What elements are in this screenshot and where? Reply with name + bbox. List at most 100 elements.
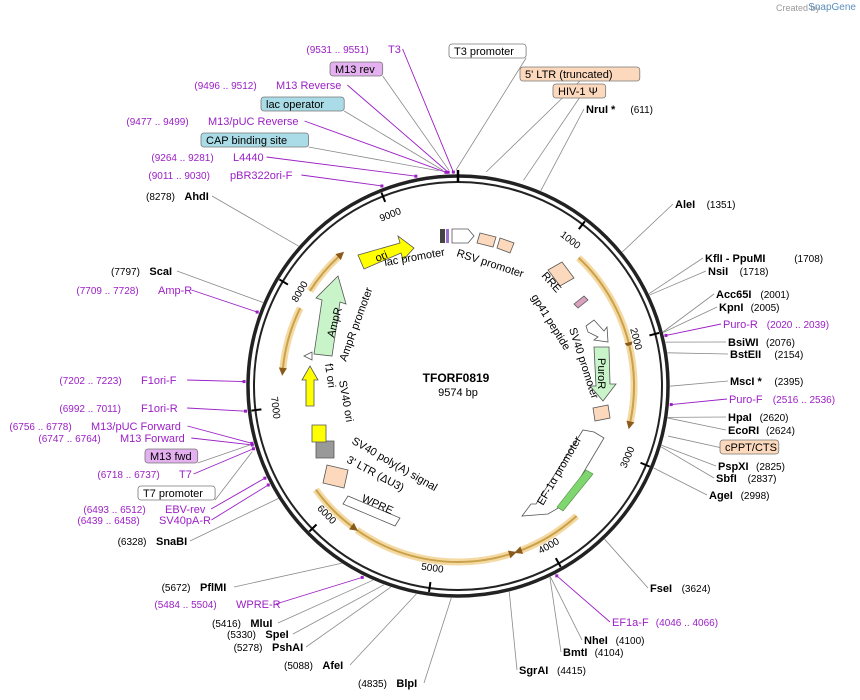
enzyme-snabi-name[interactable]: SnaBI [156,536,187,548]
enzyme-nhei-pos: (4100) [616,636,645,647]
primer-wpre-r-name[interactable]: WPRE-R [236,599,281,611]
primer-puro-r-pos: (2020 .. 2039) [767,320,829,331]
primer-m13-reverse-name[interactable]: M13 Reverse [276,80,341,92]
enzyme-leader-scai [176,270,264,303]
box-leader-m13-fwd [197,444,251,464]
enzyme-leader-alei [622,203,674,253]
primer-wpre-r-pos: (5484 .. 5504) [154,600,216,611]
enzyme-hpai-name[interactable]: HpaI [728,412,752,424]
enzyme-leader-fsei [604,538,649,589]
enzyme-leader-nsii [649,270,707,296]
box-t7-promoter[interactable] [137,485,216,501]
enzyme-kpni-name[interactable]: KpnI [719,302,743,314]
box-m13-rev-label: M13 rev [335,64,375,76]
tick-4000 [554,557,562,568]
primer-m13-puc-reverse-name[interactable]: M13/pUC Reverse [208,116,298,128]
primer-t7-name[interactable]: T7 [179,469,192,481]
tick-label-5000: 5000 [421,562,445,576]
enzyme-blpi-name[interactable]: BlpI [396,678,417,690]
enzyme-ahdi-pos: (8278) [146,192,175,203]
box-cppt-cts[interactable] [719,439,780,455]
enzyme-kfli-ppumi-pos: (1708) [794,254,823,265]
box-5-ltr-truncated[interactable] [519,66,641,82]
enzyme-msci-name[interactable]: MscI * [730,376,763,388]
enzyme-alei-name[interactable]: AleI [675,199,695,211]
enzyme-nsii-name[interactable]: NsiI [708,266,728,278]
primer-ef1a-f-name[interactable]: EF1a-F [612,617,649,629]
enzyme-ahdi-name[interactable]: AhdI [184,191,208,203]
orf-arcs [278,251,638,566]
box-leader-lac-operator [343,110,444,171]
primer-pbr322ori-f-name[interactable]: pBR322ori-F [230,170,293,182]
box-lac-operator-label: lac operator [266,99,324,111]
primer-m13-forward-name[interactable]: M13 Forward [120,433,185,445]
enzyme-mlui-name[interactable]: MluI [250,618,272,630]
enzyme-bsiwi-name[interactable]: BsiWI [728,337,759,349]
primer-puro-f-name[interactable]: Puro-F [729,394,763,406]
primer-l4440-name[interactable]: L4440 [233,152,264,164]
sv40-ori-box [311,424,327,443]
box-lac-operator[interactable] [260,96,345,112]
primer-t3-name[interactable]: T3 [388,44,401,56]
enzyme-ecori-name[interactable]: EcoRI [728,425,759,437]
primer-site-t3 [451,170,455,174]
primer-f1ori-r-name[interactable]: F1ori-R [141,403,178,415]
primer-site-puro-f [669,403,673,407]
enzyme-spei-pos: (5330) [227,630,256,641]
wpre-feature[interactable] [342,495,401,527]
box-t3-promoter[interactable] [448,43,527,59]
primer-sv40pa-r-name[interactable]: SV40pA-R [159,515,211,527]
primer-t7-pos: (6718 .. 6737) [97,470,159,481]
primer-amp-r-pos: (7709 .. 7728) [76,286,138,297]
f1-ori-feature[interactable] [301,365,319,407]
enzyme-bsteii-name[interactable]: BstEII [730,349,761,361]
enzyme-sgrai-name[interactable]: SgrAI [519,665,548,677]
box-cap-binding-site[interactable] [200,132,309,148]
primer-site-sv40pa-r [266,483,270,487]
enzyme-pshai-name[interactable]: PshAI [272,642,303,654]
enzyme-sbfi-name[interactable]: SbfI [716,473,737,485]
primer-puro-r-name[interactable]: Puro-R [723,319,758,331]
rre-box [547,261,575,287]
primer-site-ebv-rev [263,476,267,480]
primer-leader-puro-r [665,323,722,336]
primer-f1ori-f-name[interactable]: F1ori-F [141,375,177,387]
primer-f1ori-r-pos: (6992 .. 7011) [59,404,121,415]
primer-t3-pos: (9531 .. 9551) [306,45,368,56]
ampr-feature[interactable] [313,275,347,357]
puror-feature[interactable] [589,346,617,402]
enzyme-acc65i-name[interactable]: Acc65I [716,289,751,301]
rsv-box [476,232,497,248]
primer-ebv-rev-name[interactable]: EBV-rev [165,504,206,516]
primer-m13-puc-forward-name[interactable]: M13/pUC Forward [91,421,181,433]
box-leader-hiv-1 [523,97,580,181]
box-m13-fwd[interactable] [144,448,199,464]
primer-leader-f1ori-f [187,379,245,383]
ori-label: ori [374,249,390,265]
lac-promoter-box [440,229,445,243]
plasmid-length: 9574 bp [438,387,478,399]
enzyme-kfli-ppumi-name[interactable]: KflI - PpuMI [705,253,766,265]
enzyme-fsei-name[interactable]: FseI [650,583,672,595]
enzyme-nrui-name[interactable]: NruI * [586,104,616,116]
enzyme-agei-name[interactable]: AgeI [709,490,733,502]
box-m13-rev[interactable] [329,61,384,77]
enzyme-pspxi-pos: (2825) [756,462,785,473]
enzyme-leader-kpni [662,306,718,333]
enzyme-afei-name[interactable]: AfeI [322,660,343,672]
primer-amp-r-name[interactable]: Amp-R [158,285,192,297]
orf-arrowhead [626,420,635,430]
box-hiv-1[interactable] [552,83,607,99]
enzyme-pflmi-name[interactable]: PflMI [200,582,226,594]
enzyme-blpi-pos: (4835) [358,679,387,690]
enzyme-spei-name[interactable]: SpeI [265,629,288,641]
ori-feature[interactable] [357,234,415,270]
tick-7000 [251,408,262,412]
primer-site-m13-forward [250,443,254,447]
orf-arc-band [354,527,513,566]
enzyme-bmti-name[interactable]: BmtI [563,647,587,659]
enzyme-nhei-name[interactable]: NheI [584,635,608,647]
enzyme-scai-name[interactable]: ScaI [149,266,172,278]
ef1a-promoter-arrow[interactable] [521,429,605,517]
enzyme-pspxi-name[interactable]: PspXI [718,461,749,473]
